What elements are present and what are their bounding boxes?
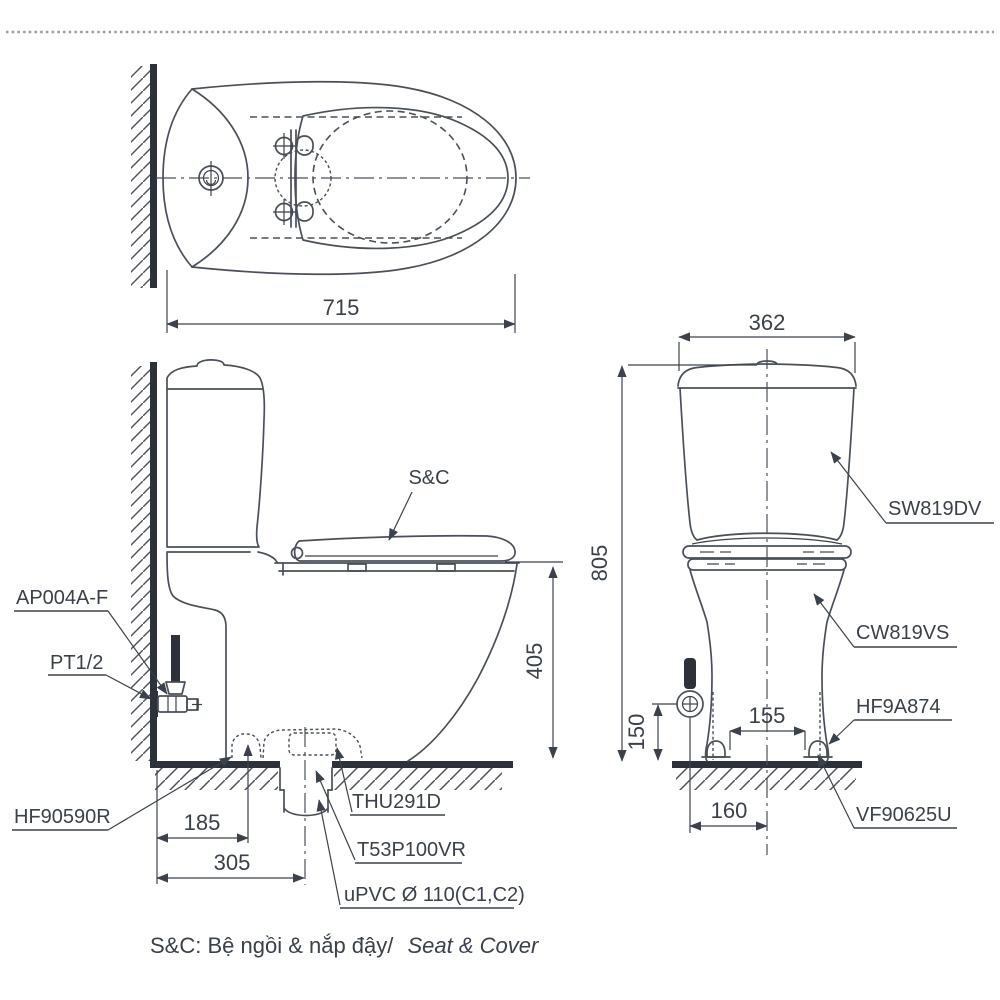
label-bowl: CW819VS xyxy=(813,593,957,648)
bowl-front-profile xyxy=(407,563,518,762)
front-view: 362 805 150 155 160 SW819DV xyxy=(587,310,994,855)
dim-405: 405 xyxy=(505,561,563,759)
top-view: 715 xyxy=(131,64,530,333)
wall-hatch xyxy=(131,66,150,288)
supply-hole xyxy=(198,161,224,196)
label-pt12-text: PT1/2 xyxy=(50,652,103,674)
label-bolt-cap: HF9A874 xyxy=(828,696,952,745)
dim-160: 160 xyxy=(689,718,768,833)
pedestal-back xyxy=(166,552,227,762)
dim-805: 805 xyxy=(587,364,757,762)
angle-valve-assembly xyxy=(150,635,202,717)
label-upvc: uPVC Ø 110(C1,C2) xyxy=(316,799,525,909)
label-ap004af-text: AP004A-F xyxy=(16,587,108,609)
label-flange: HF90590R xyxy=(12,756,232,831)
dim-155-value: 155 xyxy=(749,703,786,728)
floor-right xyxy=(332,761,513,768)
caption: S&C: Bệ ngồi & nắp đậy/ Seat & Cover xyxy=(150,933,540,958)
label-cw819vs-text: CW819VS xyxy=(856,622,949,644)
side-view: 405 185 305 S&C AP004A-F PT1/2 HF90 xyxy=(12,359,563,909)
caption-prefix: S&C: Bệ ngồi & nắp đậy/ xyxy=(150,933,394,958)
supply-valve-front xyxy=(676,658,704,718)
label-angle-valve: AP004A-F xyxy=(14,587,168,695)
wall-hatch xyxy=(131,366,150,761)
label-sw819dv-text: SW819DV xyxy=(888,498,982,520)
label-t53p100vr-text: T53P100VR xyxy=(357,839,466,861)
dim-150-value: 150 xyxy=(624,714,649,751)
floor-left xyxy=(150,761,280,768)
label-outlet-pipe: T53P100VR xyxy=(315,770,466,864)
tank-front xyxy=(677,360,857,545)
label-thu291d-text: THU291D xyxy=(352,791,441,813)
tank-profile xyxy=(166,359,266,548)
dim-160-value: 160 xyxy=(711,798,748,823)
seat-hinge-hardware xyxy=(273,129,332,228)
label-trap: THU291D xyxy=(334,747,445,816)
dim-805-value: 805 xyxy=(587,545,612,582)
label-vf90625u-text: VF90625U xyxy=(856,804,952,826)
dim-305-value: 305 xyxy=(214,850,251,875)
label-thread: PT1/2 xyxy=(48,652,152,700)
label-tank: SW819DV xyxy=(830,451,994,524)
dim-150: 150 xyxy=(624,703,677,761)
dim-185: 185 xyxy=(156,744,253,884)
floor-hatch-left xyxy=(155,768,278,790)
dim-362-value: 362 xyxy=(749,310,786,335)
dim-715: 715 xyxy=(166,270,516,333)
outlet-pipe xyxy=(279,767,333,817)
label-upvc-text: uPVC Ø 110(C1,C2) xyxy=(344,884,525,906)
seat-and-cover-profile xyxy=(257,534,520,576)
dim-305: 305 xyxy=(156,850,305,883)
floor-hatch-right xyxy=(334,768,502,790)
label-sc-text: S&C xyxy=(408,467,449,489)
trap-hidden-outline xyxy=(231,728,363,759)
label-seat-cover: S&C xyxy=(388,467,450,541)
dim-362: 362 xyxy=(678,310,856,373)
dim-185-value: 185 xyxy=(184,810,221,835)
dim-405-value: 405 xyxy=(522,643,547,680)
label-seal: VF90625U xyxy=(817,754,957,829)
dim-155: 155 xyxy=(729,703,806,750)
seat-opening-hidden xyxy=(312,110,468,244)
bowl-front xyxy=(689,569,845,762)
label-hf9a874-text: HF9A874 xyxy=(856,696,941,718)
label-hf90590r-text: HF90590R xyxy=(14,806,111,828)
wall-section xyxy=(150,64,157,288)
floor-hatch xyxy=(676,768,856,790)
wall-section xyxy=(150,362,157,763)
caption-italic: Seat & Cover xyxy=(408,933,541,958)
bowl-outer-contour xyxy=(191,80,517,276)
dim-715-value: 715 xyxy=(323,295,360,320)
